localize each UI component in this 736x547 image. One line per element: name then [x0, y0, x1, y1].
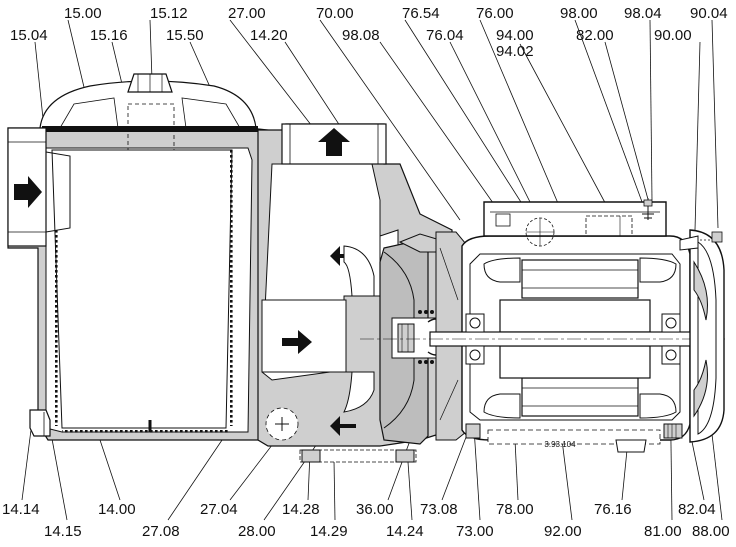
label-98-08: 98.08 — [342, 27, 380, 44]
drain-plug — [29, 409, 51, 437]
label-36-00: 36.00 — [356, 501, 394, 518]
pump-casing — [257, 123, 453, 463]
rear-bearing — [661, 313, 681, 333]
impeller-nut — [397, 323, 415, 353]
motor-foot — [615, 439, 647, 453]
label-92-00: 92.00 — [544, 523, 582, 540]
label-98-00: 98.00 — [560, 5, 598, 22]
label-94-02: 94.02 — [496, 43, 534, 60]
label-15-16: 15.16 — [90, 27, 128, 44]
strainer-housing — [7, 73, 269, 441]
label-88-00: 88.00 — [692, 523, 730, 540]
label-14-00: 14.00 — [98, 501, 136, 518]
label-76-04: 76.04 — [426, 27, 464, 44]
label-82-00: 82.00 — [576, 27, 614, 44]
bottom-labels: 14.14 14.00 27.04 14.28 36.00 73.08 78.0… — [2, 501, 730, 540]
label-14-15: 14.15 — [44, 523, 82, 540]
stator-upper — [521, 259, 639, 299]
casing-bolt — [299, 449, 417, 463]
label-15-12: 15.12 — [150, 5, 188, 22]
motor: 3.93.104 — [360, 235, 725, 453]
label-15-00: 15.00 — [64, 5, 102, 22]
front-bearing — [465, 313, 485, 333]
outlet-arrow-icon — [318, 128, 350, 156]
label-27-00: 27.00 — [228, 5, 266, 22]
label-14-20: 14.20 — [250, 27, 288, 44]
rotor-lower — [499, 345, 651, 379]
flow-arrow-icon — [330, 246, 356, 266]
return-arrow-icon — [330, 416, 356, 436]
strainer-basket — [51, 149, 233, 429]
label-90-00: 90.00 — [654, 27, 692, 44]
label-70-00: 70.00 — [316, 5, 354, 22]
label-14-28: 14.28 — [282, 501, 320, 518]
label-27-08: 27.08 — [142, 523, 180, 540]
label-76-00: 76.00 — [476, 5, 514, 22]
label-14-29: 14.29 — [310, 523, 348, 540]
inlet-arrow-icon — [14, 176, 42, 208]
label-73-08: 73.08 — [420, 501, 458, 518]
label-15-04: 15.04 — [10, 27, 48, 44]
label-76-16: 76.16 — [594, 501, 632, 518]
fan-blade — [693, 260, 708, 321]
label-14-24: 14.24 — [386, 523, 424, 540]
label-98-04: 98.04 — [624, 5, 662, 22]
label-14-14: 14.14 — [2, 501, 40, 518]
label-90-04: 90.04 — [690, 5, 728, 22]
label-76-54: 76.54 — [402, 5, 440, 22]
label-73-00: 73.00 — [456, 523, 494, 540]
label-27-04: 27.04 — [200, 501, 238, 518]
lid-seal — [42, 126, 258, 132]
suction-arrow-icon — [282, 330, 312, 354]
label-78-00: 78.00 — [496, 501, 534, 518]
label-94-00: 94.00 — [496, 27, 534, 44]
top-labels: 15.00 15.12 27.00 70.00 76.54 76.00 98.0… — [10, 5, 728, 60]
stator-lower — [521, 377, 639, 417]
label-81-00: 81.00 — [644, 523, 682, 540]
capacitor — [585, 215, 633, 237]
fan-assembly — [679, 229, 725, 443]
rotor-upper — [499, 299, 651, 333]
part-code: 3.93.104 — [544, 440, 576, 449]
label-28-00: 28.00 — [238, 523, 276, 540]
label-15-50: 15.50 — [166, 27, 204, 44]
terminal-box — [483, 198, 667, 247]
label-82-04: 82.04 — [678, 501, 716, 518]
